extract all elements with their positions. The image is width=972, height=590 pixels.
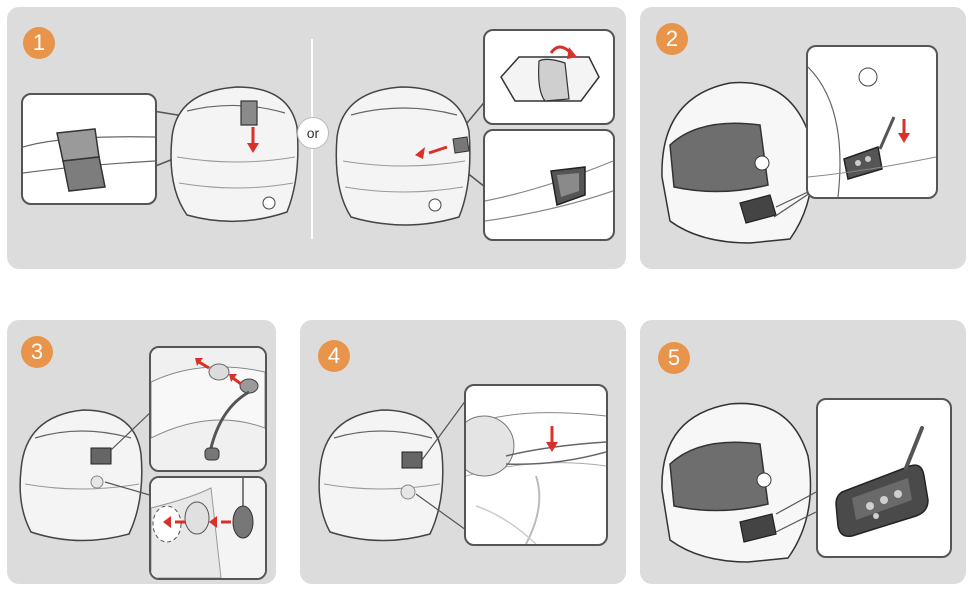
step-number-badge: 4 [318, 340, 350, 372]
clip-bracket-illustration [23, 128, 155, 192]
step-number-badge: 1 [23, 27, 55, 59]
helmet-shell-left [170, 86, 299, 223]
speaker-cable-illustration [466, 412, 606, 544]
mounted-plate-illustration [485, 160, 613, 222]
microphone-pad-illustration [151, 478, 265, 578]
clip-detail-inset [21, 93, 157, 205]
device-attach-illustration [808, 66, 936, 197]
intercom-device-illustration [835, 426, 929, 538]
step-5-panel: 5 [640, 320, 966, 584]
microphone-placement-illustration [151, 348, 265, 470]
step-number-badge: 3 [21, 336, 53, 368]
installed-device-inset [816, 398, 952, 558]
helmet-shell-speaker [318, 399, 467, 542]
step-1-panel: 1 or [7, 7, 626, 269]
helmet-with-device-illustration [661, 81, 814, 244]
step-4-panel: 4 [300, 320, 626, 584]
helmet-shell-right [335, 86, 471, 226]
mounted-plate-inset [483, 129, 615, 241]
adhesive-peel-inset [483, 29, 615, 125]
step-number-badge: 2 [656, 23, 688, 55]
or-separator: or [297, 117, 329, 149]
helmet-with-installed-device [661, 402, 817, 563]
adhesive-mount-illustration [500, 45, 600, 102]
speaker-cable-inset [464, 384, 608, 546]
step-number-badge: 5 [658, 342, 690, 374]
step-3-panel: 3 [7, 320, 276, 584]
step-2-panel: 2 [640, 7, 966, 269]
microphone-placement-inset [149, 346, 267, 472]
device-attach-inset [806, 45, 938, 199]
helmet-shell-microphone [19, 409, 154, 542]
microphone-pad-inset [149, 476, 267, 580]
